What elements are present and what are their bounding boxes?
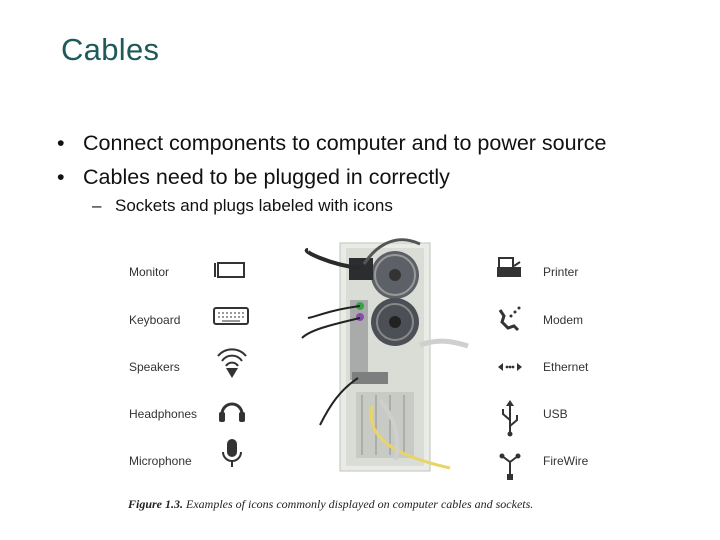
printer-icon <box>497 257 521 277</box>
bullet-dot: • <box>57 131 65 155</box>
bullet-item: • Connect components to computer and to … <box>57 126 606 160</box>
label-headphones: Headphones <box>129 407 198 421</box>
label-modem: Modem <box>543 313 584 327</box>
sub-bullet-dash: – <box>92 196 102 215</box>
usb-icon <box>502 400 518 437</box>
bullet-text: Connect components to computer and to po… <box>83 131 607 155</box>
modem-icon <box>498 306 521 332</box>
firewire-icon <box>499 453 521 480</box>
caption-text: Examples of icons commonly displayed on … <box>186 497 534 511</box>
monitor-icon <box>214 262 245 278</box>
computer-tower-image <box>301 238 469 472</box>
label-microphone: Microphone <box>129 454 192 468</box>
label-printer: Printer <box>543 265 579 279</box>
label-usb: USB <box>543 407 568 421</box>
headphones-icon <box>219 402 245 422</box>
ethernet-icon <box>498 363 522 371</box>
slide-title: Cables <box>61 32 160 67</box>
caption-label: Figure 1.3. <box>128 497 184 511</box>
label-monitor: Monitor <box>129 265 170 279</box>
keyboard-icon <box>213 307 249 325</box>
label-firewire: FireWire <box>543 454 589 468</box>
bullet-text: Cables need to be plugged in correctly <box>83 165 450 189</box>
label-speakers: Speakers <box>129 360 180 374</box>
figure-caption: Figure 1.3. Examples of icons commonly d… <box>128 497 533 512</box>
sub-bullet-text: Sockets and plugs labeled with icons <box>115 196 393 215</box>
sub-bullet-item: – Sockets and plugs labeled with icons <box>92 196 393 216</box>
microphone-icon <box>222 439 242 467</box>
label-ethernet: Ethernet <box>543 360 589 374</box>
speakers-icon <box>217 348 247 378</box>
bullet-dot: • <box>57 165 65 189</box>
bullet-item: • Cables need to be plugged in correctly <box>57 160 606 194</box>
bullet-list: • Connect components to computer and to … <box>57 126 606 194</box>
label-keyboard: Keyboard <box>129 313 181 327</box>
